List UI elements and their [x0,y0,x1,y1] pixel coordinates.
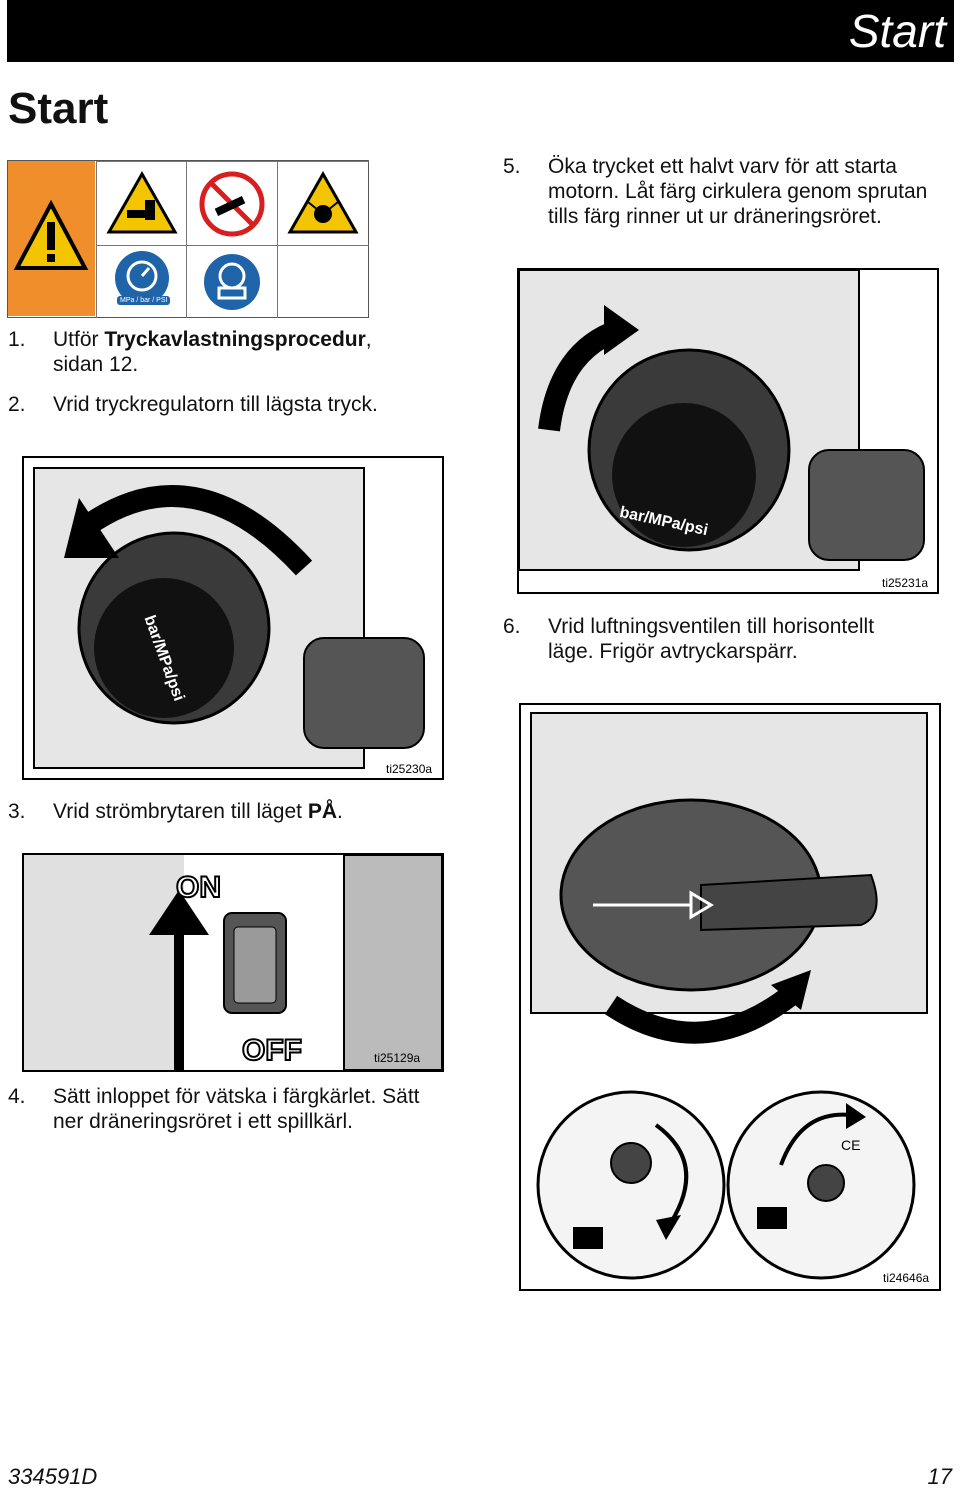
step-text-line1: Sätt inloppet för vätska i färgkärlet. S… [53,1085,420,1108]
step-text-line2: ner dräneringsröret i ett spillkärl. [53,1110,353,1133]
header-bar [7,0,954,62]
switch-off-label: OFF [242,1034,302,1067]
step-5: 5. Öka trycket ett halvt varv för att st… [503,154,953,232]
figure-code: ti25230a [386,762,433,776]
step-text: Vrid strömbrytaren till läget [53,800,308,823]
warning-pressure-label: MPa / bar / PSI [117,296,171,305]
pressure-gauge-icon [115,251,169,305]
explosion-hazard-icon [287,170,359,234]
skin-injection-hazard-icon [106,170,178,234]
step-text: Vrid tryckregulatorn till lägsta tryck. [53,393,378,416]
warning-table: MPa / bar / PSI [7,160,369,318]
step-text-line1: Öka trycket ett halvt varv för att start… [548,155,897,178]
switch-illustration: ON OFF [24,855,442,1070]
warning-triangle-icon [13,199,89,270]
footer-page-number: 17 [927,1464,952,1489]
step-punct: , [365,328,372,351]
step-number: 2. [8,393,26,416]
knob-low-illustration: bar/MPa/psi [24,458,442,778]
protective-equipment-icon [204,254,260,310]
figure-switch: ON OFF ti25129a [22,853,444,1072]
step-number: 4. [8,1085,26,1108]
step-text-line2: sidan 12. [53,353,139,376]
step-text-line3: tills färg rinner ut ur dräneringsröret. [548,205,882,228]
step-text: Utför [53,328,105,351]
warning-side-panel [7,160,95,316]
no-hand-spray-icon [199,171,265,237]
step-3: 3. Vrid strömbrytaren till läget PÅ. [8,799,468,825]
step-bold-text: PÅ [307,800,337,823]
step-text-line2: läge. Frigör avtryckarspärr. [548,640,798,663]
valve-illustration: CE [521,705,939,1289]
footer-doc-number: 334591D [8,1464,98,1489]
header-title: Start [848,5,946,57]
step-number: 3. [8,800,26,823]
step-2: 2. Vrid tryckregulatorn till lägsta tryc… [8,392,468,418]
knob-high-illustration: bar/MPa/psi [519,270,937,592]
figure-valve: CE ti24646a [519,703,941,1291]
step-6: 6. Vrid luftningsventilen till horisonte… [503,614,953,666]
step-4: 4. Sätt inloppet för vätska i färgkärlet… [8,1084,488,1136]
figure-code: ti25231a [882,576,929,590]
ce-mark: CE [841,1137,860,1153]
step-number: 6. [503,615,521,638]
step-text-line1: Vrid luftningsventilen till horisontellt [548,615,875,638]
switch-on-label: ON [176,871,221,904]
step-text-line2: motorn. Låt färg cirkulera genom sprutan [548,180,928,203]
figure-knob-low: bar/MPa/psi ti25230a [22,456,444,780]
figure-knob-high: bar/MPa/psi ti25231a [517,268,939,594]
figure-code: ti24646a [883,1271,930,1285]
step-link-text: Tryckavlastningsprocedur [104,328,366,351]
step-1: 1. Utför Tryckavlastningsprocedur, sidan … [8,327,468,379]
figure-code: ti25129a [374,1051,421,1065]
step-number: 1. [8,328,26,351]
step-number: 5. [503,155,521,178]
page-title: Start [8,84,109,133]
step-punct: . [337,800,343,823]
